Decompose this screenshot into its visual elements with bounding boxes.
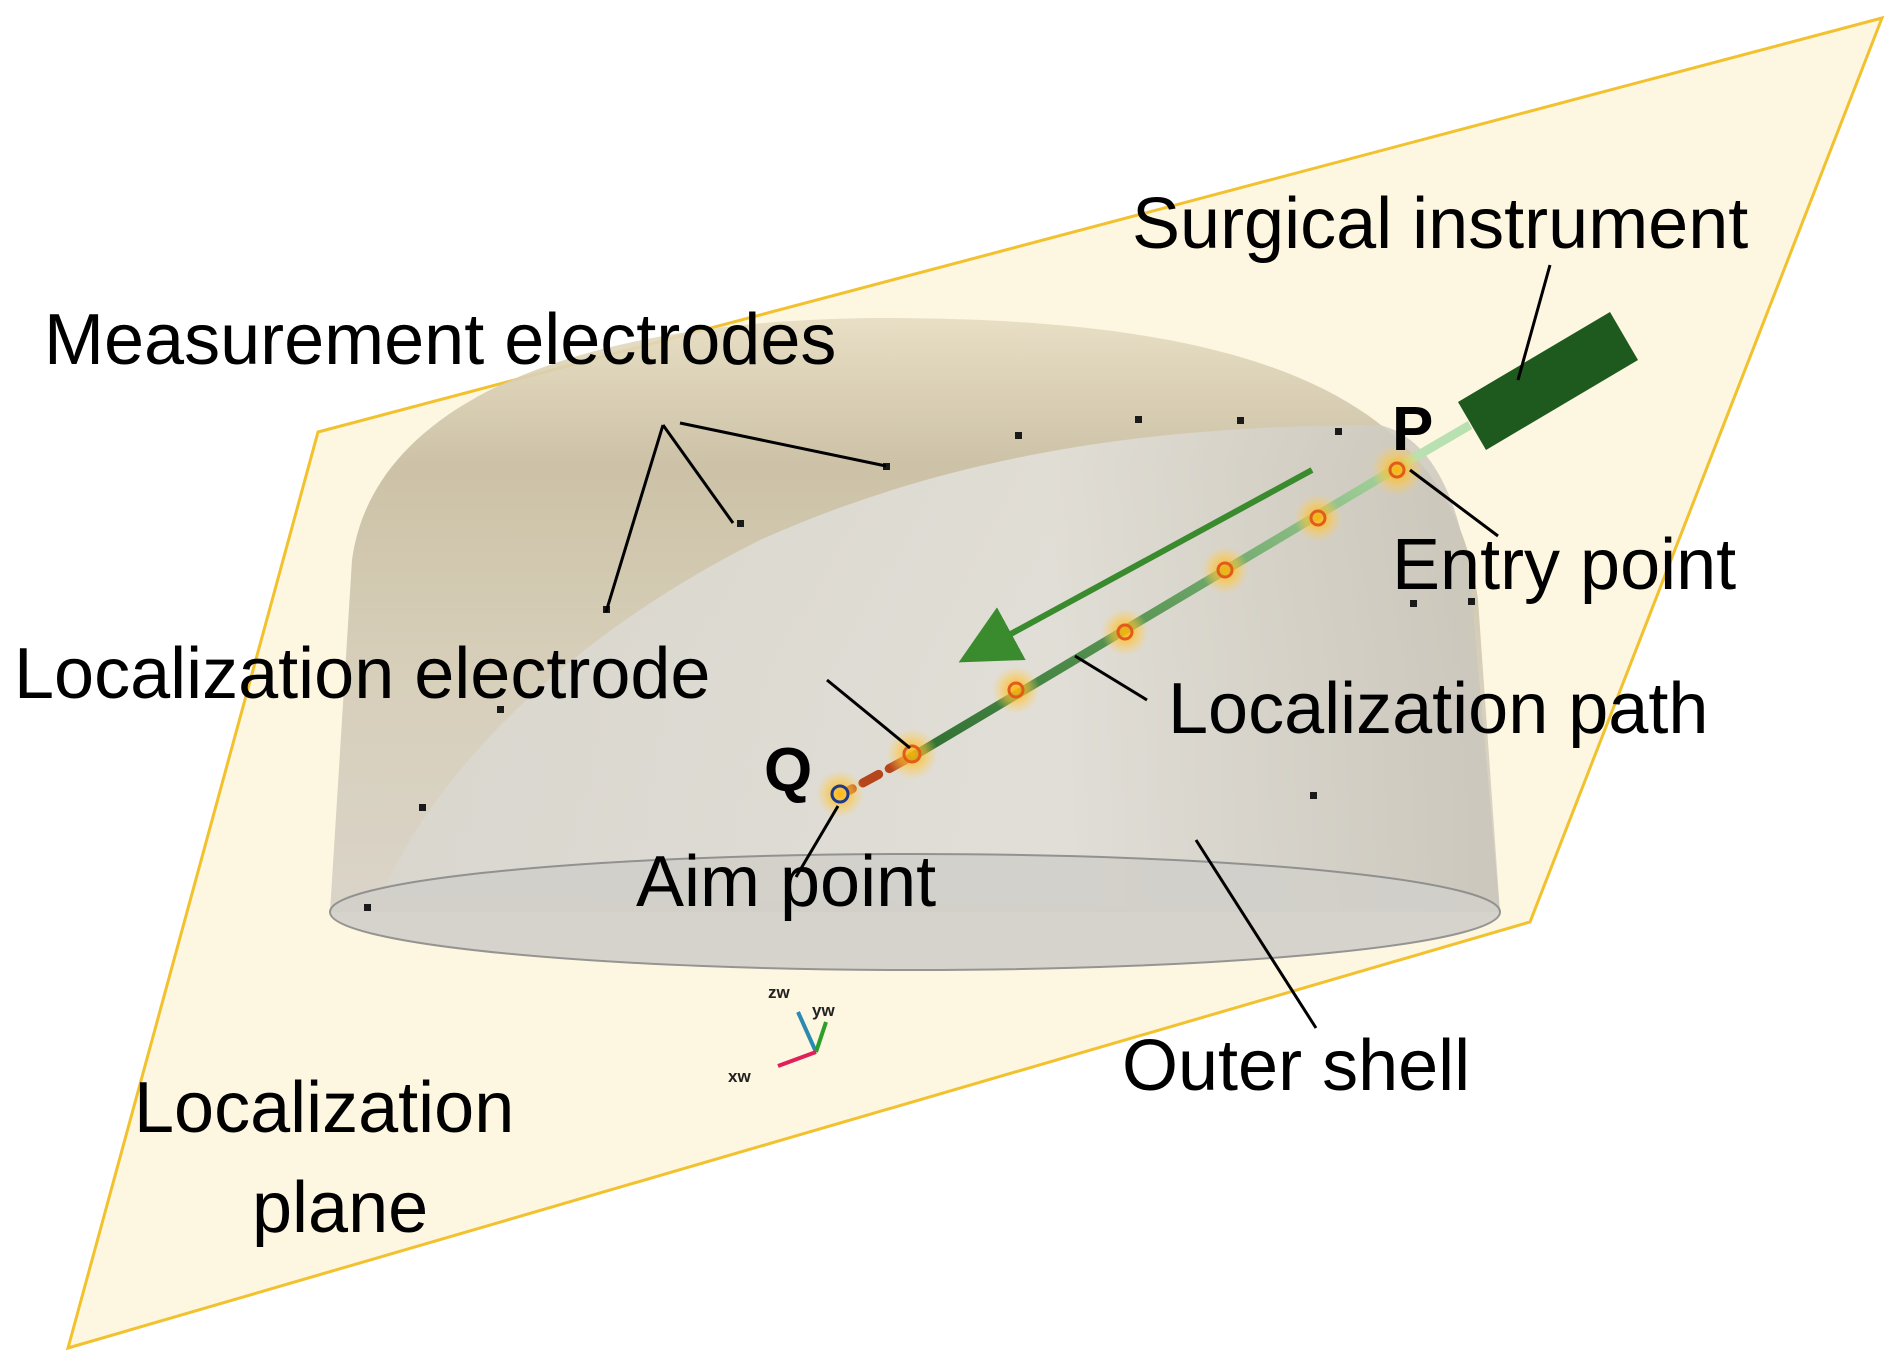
localization-electrode-label: Localization electrode <box>14 634 710 714</box>
surgical-instrument-label: Surgical instrument <box>1132 184 1748 264</box>
localization-plane-label-line2: plane <box>252 1168 428 1248</box>
measurement-electrode <box>1015 432 1022 439</box>
point-q-label: Q <box>764 736 812 805</box>
point-p-label: P <box>1392 395 1433 464</box>
path-electrode <box>1007 681 1025 699</box>
measurement-electrode <box>497 706 504 713</box>
measurement-electrode <box>1135 416 1142 423</box>
localization-plane-label-line1: Localization <box>134 1068 514 1148</box>
entry-electrode <box>1388 461 1406 479</box>
axis-triad: zw yw xw <box>728 983 835 1086</box>
measurement-electrode <box>1468 598 1475 605</box>
measurement-electrode <box>364 904 371 911</box>
measurement-electrode <box>1335 428 1342 435</box>
aim-point-marker <box>830 784 850 804</box>
measurement-electrode <box>1310 792 1317 799</box>
path-electrode <box>1116 623 1134 641</box>
localization-path-label: Localization path <box>1168 669 1708 749</box>
measurement-electrode <box>419 804 426 811</box>
measurement-electrode <box>737 520 744 527</box>
x-axis-label: xw <box>728 1067 751 1086</box>
leader-lines <box>604 264 1552 1029</box>
surgical-instrument <box>1458 312 1638 450</box>
direction-arrow <box>958 467 1314 663</box>
measurement-electrode <box>1237 417 1244 424</box>
measurement-electrode <box>1410 600 1417 607</box>
path-electrode <box>1216 561 1234 579</box>
aim-point-label: Aim point <box>636 842 936 922</box>
path-electrode <box>1309 509 1327 527</box>
z-axis-label: zw <box>768 983 791 1002</box>
entry-point-label: Entry point <box>1392 525 1736 605</box>
measurement-electrode <box>883 463 890 470</box>
outer-shell-label: Outer shell <box>1122 1026 1470 1106</box>
measurement-electrodes-label: Measurement electrodes <box>44 300 836 380</box>
path-electrodes <box>816 444 1423 818</box>
y-axis-label: yw <box>812 1001 835 1020</box>
localization-electrode-marker <box>902 744 922 764</box>
